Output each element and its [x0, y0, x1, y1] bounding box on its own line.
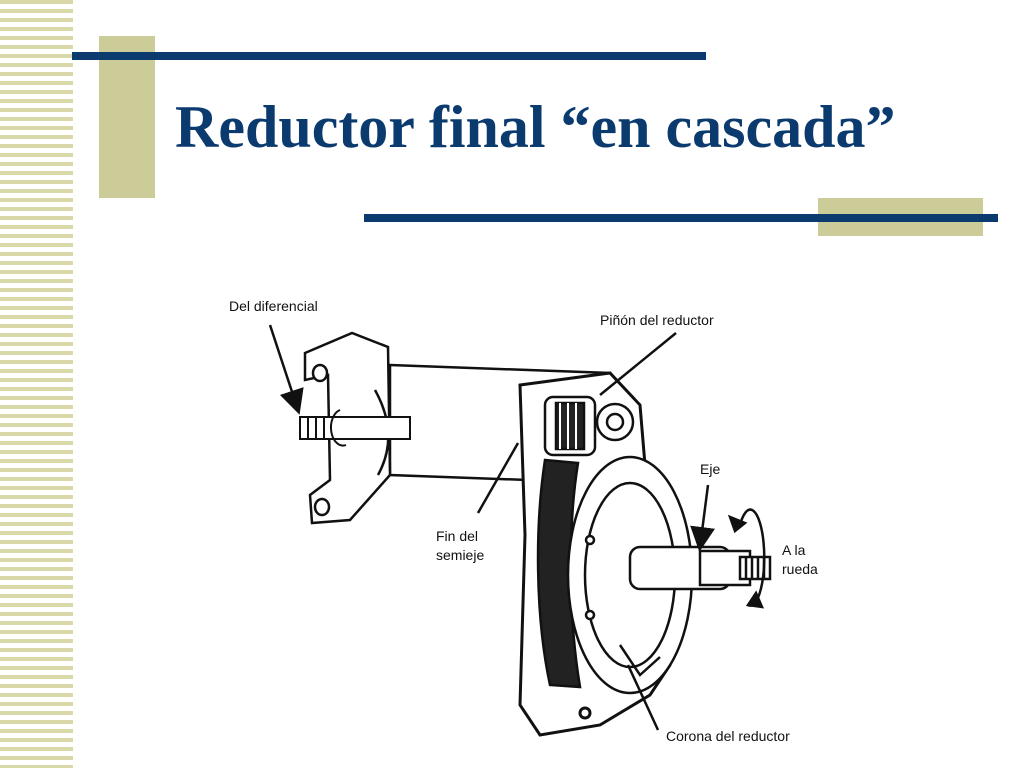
slide-title: Reductor final “en cascada”: [175, 94, 896, 160]
title-rule-bottom: [364, 214, 998, 222]
accent-block-top: [99, 36, 155, 198]
pinion-gear: [543, 395, 635, 457]
label-reducer-crown: Corona del reductor: [666, 728, 790, 744]
half-shaft: [299, 409, 411, 447]
label-to-wheel-line2: rueda: [782, 561, 818, 577]
reducer-drawing: [268, 324, 772, 737]
label-to-wheel-line1: A la: [782, 542, 806, 558]
label-from-differential: Del diferencial: [229, 298, 318, 314]
label-reducer-pinion: Piñón del reductor: [600, 312, 714, 328]
title-rule-top: [72, 52, 706, 60]
reducer-diagram: Del diferencial Piñón del reductor Eje F…: [200, 285, 840, 760]
label-axle: Eje: [700, 461, 721, 477]
label-half-shaft-end-line1: Fin del: [436, 528, 479, 544]
output-axle: [628, 508, 772, 609]
left-stripe-pattern: [0, 0, 73, 768]
leader-lines: [268, 324, 715, 731]
label-half-shaft-end-line2: semieje: [436, 547, 485, 563]
